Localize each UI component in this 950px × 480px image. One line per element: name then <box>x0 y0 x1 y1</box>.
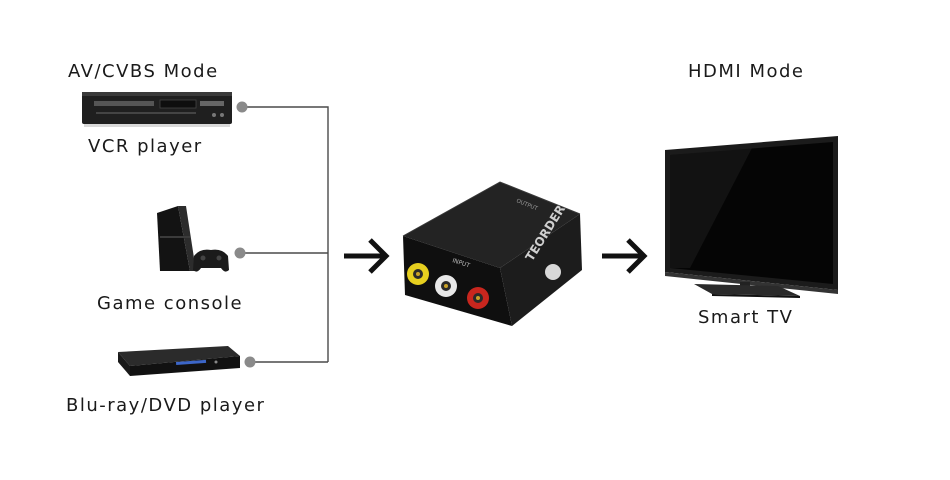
output-arrow-icon <box>602 238 648 274</box>
rca-white-jack <box>435 275 457 297</box>
rca-red-jack <box>467 287 489 309</box>
connector-lines <box>240 106 329 363</box>
av-mode-label: AV/CVBS Mode <box>68 61 219 82</box>
power-led-icon <box>545 264 561 280</box>
connector-dots <box>234 101 256 368</box>
vcr-connector-dot <box>236 101 248 113</box>
game-console-icon <box>157 206 229 272</box>
game-connector-dot <box>234 247 246 259</box>
vcr-player-icon <box>82 92 232 127</box>
game-console-label: Game console <box>97 293 244 314</box>
vcr-connector-line <box>242 106 329 362</box>
smart-tv-icon <box>665 136 838 298</box>
input-arrow-icon <box>344 238 390 274</box>
rca-yellow-jack <box>407 263 429 285</box>
bluray-connector-dot <box>244 356 256 368</box>
bluray-player-icon <box>118 346 240 376</box>
vcr-player-label: VCR player <box>88 136 203 157</box>
bluray-player-label: Blu-ray/DVD player <box>66 395 266 416</box>
hdmi-mode-label: HDMI Mode <box>688 61 805 82</box>
av-to-hdmi-converter-icon: INPUT OUTPUT TEORDER <box>402 181 582 326</box>
smart-tv-label: Smart TV <box>698 307 794 328</box>
